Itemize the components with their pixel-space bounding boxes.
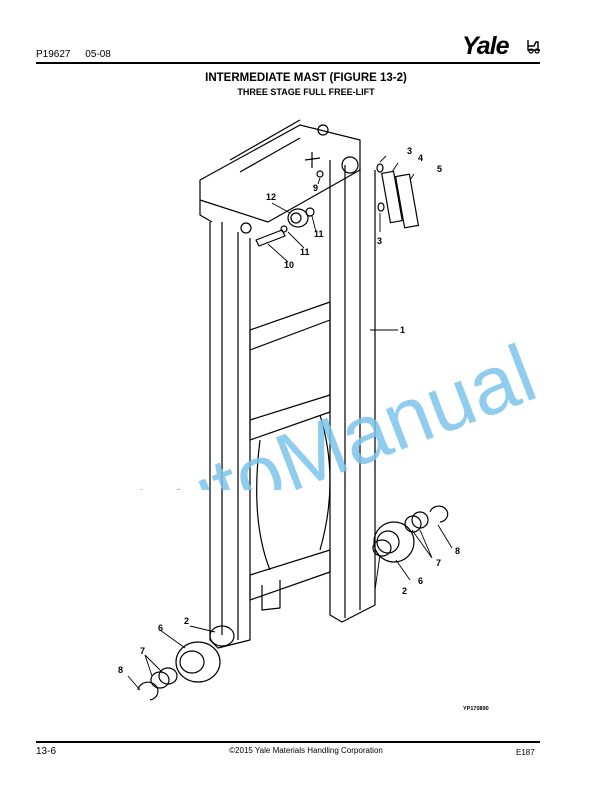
callout-8: 8	[118, 665, 123, 675]
mast-exploded-diagram: 1 2 2 3 3 4 5 6 6 7 7 8 8 9 10 11 11 12	[118, 119, 460, 701]
footer-code: E187	[516, 748, 535, 757]
callout-11: 11	[300, 247, 310, 257]
doc-date: 05-08	[85, 49, 111, 60]
page-title: INTERMEDIATE MAST (FIGURE 13-2)	[205, 72, 407, 84]
callout-3b: 3	[377, 236, 382, 246]
callout-3: 3	[407, 146, 412, 156]
callout-8b: 8	[455, 546, 460, 556]
callout-2: 2	[184, 616, 189, 626]
callout-7: 7	[140, 646, 145, 656]
page-subtitle: THREE STAGE FULL FREE-LIFT	[237, 87, 375, 97]
forklift-icon	[527, 40, 540, 54]
callout-1: 1	[400, 325, 405, 335]
callout-4: 4	[418, 153, 423, 163]
callout-6b: 6	[418, 576, 423, 586]
copyright: ©2015 Yale Materials Handling Corporatio…	[229, 746, 383, 755]
figure-code: YP170890	[463, 706, 489, 712]
callout-12: 12	[266, 192, 276, 202]
callout-5: 5	[437, 164, 442, 174]
header-rule	[36, 62, 540, 64]
footer-rule	[36, 741, 540, 743]
page-number: 13-6	[36, 746, 57, 757]
doc-number: P19627	[36, 49, 71, 60]
callout-10: 10	[284, 260, 294, 270]
callout-2b: 2	[402, 586, 407, 596]
callout-9: 9	[313, 183, 318, 193]
callout-11b: 11	[314, 229, 324, 239]
callout-7b: 7	[436, 558, 441, 568]
callout-6: 6	[158, 623, 163, 633]
brand-logo: Yale	[462, 32, 510, 60]
header-doc-info: P19627 05-08	[36, 49, 111, 60]
